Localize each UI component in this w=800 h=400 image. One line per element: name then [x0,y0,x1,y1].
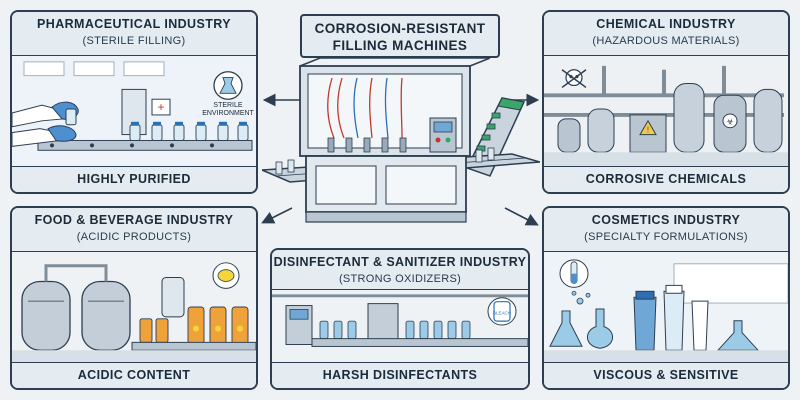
panel-footer: HIGHLY PURIFIED [12,166,256,192]
panel-footer: HARSH DISINFECTANTS [272,362,528,388]
panel-subtitle: (ACIDIC PRODUCTS) [76,231,192,243]
panel-title: PHARMACEUTICAL INDUSTRY [37,17,231,31]
main-title-line1: CORROSION-RESISTANT [314,21,486,36]
panel-header: PHARMACEUTICAL INDUSTRY (STERILE FILLING… [12,12,256,56]
panel-footer: VISCOUS & SENSITIVE [544,362,788,388]
cosmetics-lab-illustration [544,252,788,362]
panel-header: DISINFECTANT & SANITIZER INDUSTRY (STRON… [272,250,528,290]
panel-footer: CORROSIVE CHEMICALS [544,166,788,192]
panel-header: FOOD & BEVERAGE INDUSTRY (ACIDIC PRODUCT… [12,208,256,252]
panel-subtitle: (SPECIALTY FORMULATIONS) [584,231,748,243]
bleach-bottle-icon: BLEACH [487,297,517,326]
panel-chemical: CHEMICAL INDUSTRY (HAZARDOUS MATERIALS) [542,10,790,194]
panel-pharmaceutical: PHARMACEUTICAL INDUSTRY (STERILE FILLING… [10,10,258,194]
disinfectant-line-illustration: BLEACH [272,290,528,362]
svg-text:+: + [158,100,165,114]
sterile-badge-line1: STERILE [213,102,242,109]
panel-header: CHEMICAL INDUSTRY (HAZARDOUS MATERIALS) [544,12,788,56]
panel-title: CHEMICAL INDUSTRY [596,17,736,31]
lemon-icon [212,262,240,289]
skull-hazard-icon [561,69,587,89]
panel-header: COSMETICS INDUSTRY (SPECIALTY FORMULATIO… [544,208,788,252]
pharma-cleanroom-illustration: + STERILE ENVIRONMENT [12,56,256,166]
food-beverage-illustration [12,252,256,362]
panel-title: COSMETICS INDUSTRY [591,213,741,227]
main-title-line2: FILLING MACHINES [332,38,468,53]
sterile-badge-line2: ENVIRONMENT [202,110,254,117]
svg-text:!: ! [647,126,649,135]
panel-cosmetics: COSMETICS INDUSTRY (SPECIALTY FORMULATIO… [542,206,790,390]
panel-subtitle: (STERILE FILLING) [82,35,186,47]
panel-disinfectant: DISINFECTANT & SANITIZER INDUSTRY (STRON… [270,248,530,390]
bleach-label: BLEACH [493,310,511,315]
panel-food-beverage: FOOD & BEVERAGE INDUSTRY (ACIDIC PRODUCT… [10,206,258,390]
panel-subtitle: (STRONG OXIDIZERS) [338,273,462,285]
filling-machine-illustration [262,58,540,223]
main-title: CORROSION-RESISTANT FILLING MACHINES [300,14,500,58]
chemical-plant-illustration: ! ☣ [544,56,788,166]
svg-text:☣: ☣ [726,118,734,128]
test-tube-icon [559,259,589,288]
panel-title: FOOD & BEVERAGE INDUSTRY [34,213,234,227]
panel-title: DISINFECTANT & SANITIZER INDUSTRY [273,255,527,269]
panel-footer: ACIDIC CONTENT [12,362,256,388]
panel-subtitle: (HAZARDOUS MATERIALS) [592,35,740,47]
